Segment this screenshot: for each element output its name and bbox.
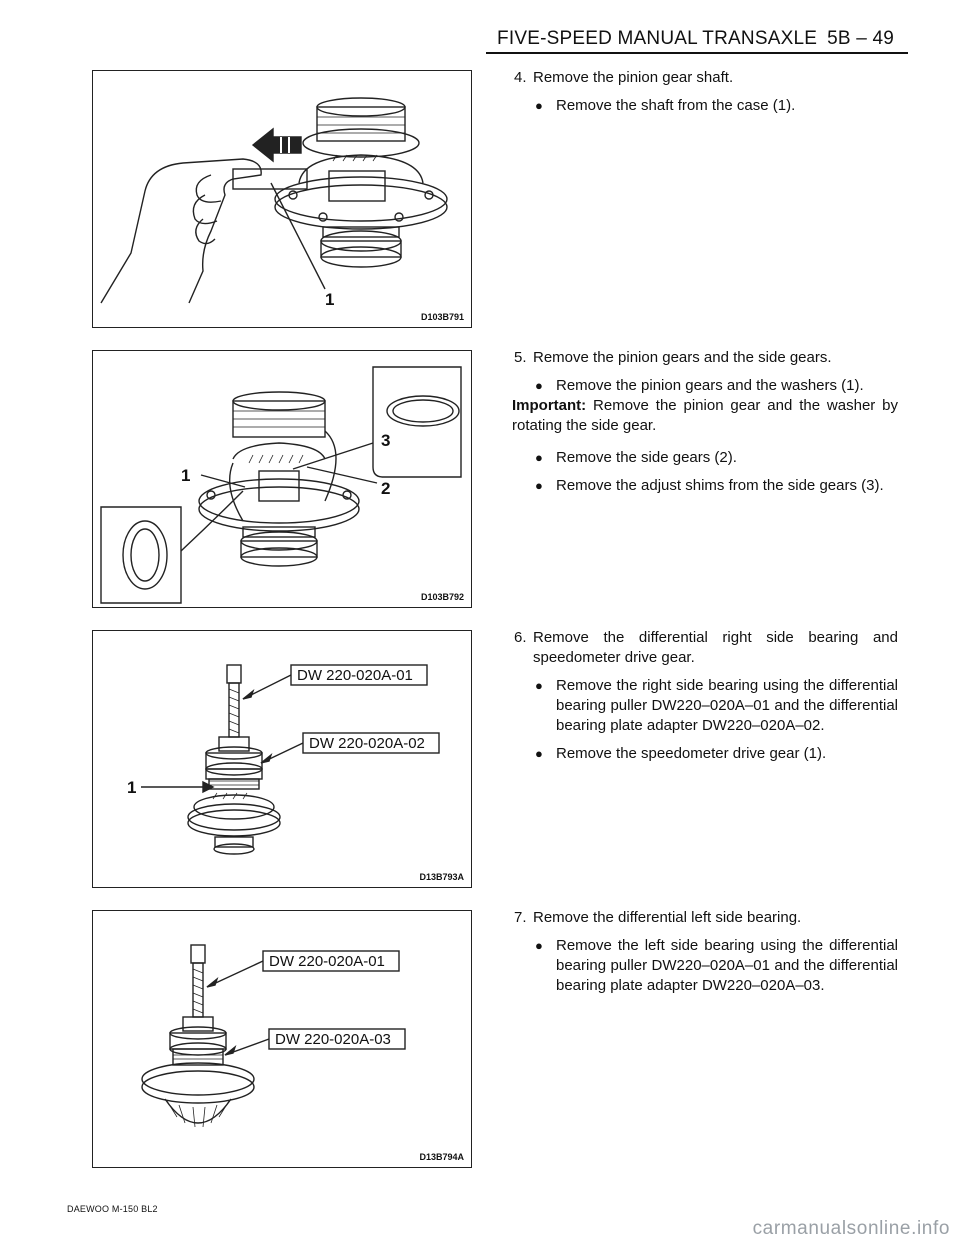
figure-code: D103B792 <box>420 592 464 602</box>
bullet-item: ●Remove the adjust shims from the side g… <box>535 477 884 494</box>
callout-2: 2 <box>381 479 390 498</box>
step-6: 6. Remove the differential right side bea… <box>514 628 898 764</box>
step-text: Remove the differential right side beari… <box>533 629 898 666</box>
bullet-item: ●Remove the left side bearing using the … <box>535 937 898 994</box>
step-number: 7. <box>514 909 527 926</box>
step-4: 4. Remove the pinion gear shaft. ●Remove … <box>514 68 898 116</box>
step-5: 5. Remove the pinion gears and the side g… <box>512 348 898 496</box>
important-label: Important: <box>512 397 587 414</box>
bullet-item: ●Remove the side gears (2). <box>535 449 737 466</box>
callout-1: 1 <box>127 778 136 797</box>
tool-label-adapter: DW 220-020A-02 <box>309 735 425 752</box>
tool-label-puller: DW 220-020A-01 <box>297 667 413 684</box>
page-header: FIVE-SPEED MANUAL TRANSAXLE 5B – 49 <box>497 28 894 50</box>
step-7: 7. Remove the differential left side bear… <box>514 908 898 996</box>
figure-left-bearing: DW 220-020A-01 DW 220-020A-03 D13B794A <box>92 910 472 1168</box>
pinion-side-gears-illustration: 1 2 3 <box>100 366 462 604</box>
step-text: Remove the pinion gears and the side gea… <box>533 349 832 366</box>
step-text: Remove the pinion gear shaft. <box>533 69 734 86</box>
callout-1: 1 <box>181 466 190 485</box>
footer-manual-id: DAEWOO M-150 BL2 <box>67 1204 158 1214</box>
figure-pinion-shaft: 1 D103B791 <box>92 70 472 328</box>
step-number: 6. <box>514 629 527 646</box>
page-number: 5B – 49 <box>827 28 894 49</box>
pinion-shaft-illustration: 1 <box>100 97 448 309</box>
step-number: 5. <box>514 349 527 366</box>
callout-1: 1 <box>325 290 334 309</box>
right-bearing-illustration: DW 220-020A-01 DW 220-020A-02 1 <box>127 664 440 855</box>
figure-code: D103B791 <box>420 312 464 322</box>
callout-3: 3 <box>381 431 390 450</box>
bullet-item: ●Remove the pinion gears and the washers… <box>535 377 864 394</box>
bullet-item: ●Remove the speedometer drive gear (1). <box>535 745 827 762</box>
figure-code: D13B794A <box>419 1152 464 1162</box>
bullet-item: ●Remove the right side bearing using the… <box>535 677 898 734</box>
figure-pinion-side-gears: 1 2 3 D103B792 <box>92 350 472 608</box>
watermark: carmanualsonline.info <box>752 1218 950 1239</box>
step-text: Remove the differential left side bearin… <box>533 909 802 926</box>
bullet-dot: ● <box>535 98 543 113</box>
tool-label-adapter: DW 220-020A-03 <box>275 1031 391 1048</box>
figure-code: D13B793A <box>419 872 464 882</box>
important-note: Important: Remove the pinion gear and th… <box>512 397 898 434</box>
left-bearing-illustration: DW 220-020A-01 DW 220-020A-03 <box>141 944 406 1128</box>
header-rule <box>486 52 908 54</box>
section-title: FIVE-SPEED MANUAL TRANSAXLE <box>497 28 818 49</box>
bullet-item: ●Remove the shaft from the case (1). <box>535 97 796 114</box>
step-number: 4. <box>514 69 527 86</box>
figure-right-bearing: DW 220-020A-01 DW 220-020A-02 1 D13B793A <box>92 630 472 888</box>
tool-label-puller: DW 220-020A-01 <box>269 953 385 970</box>
